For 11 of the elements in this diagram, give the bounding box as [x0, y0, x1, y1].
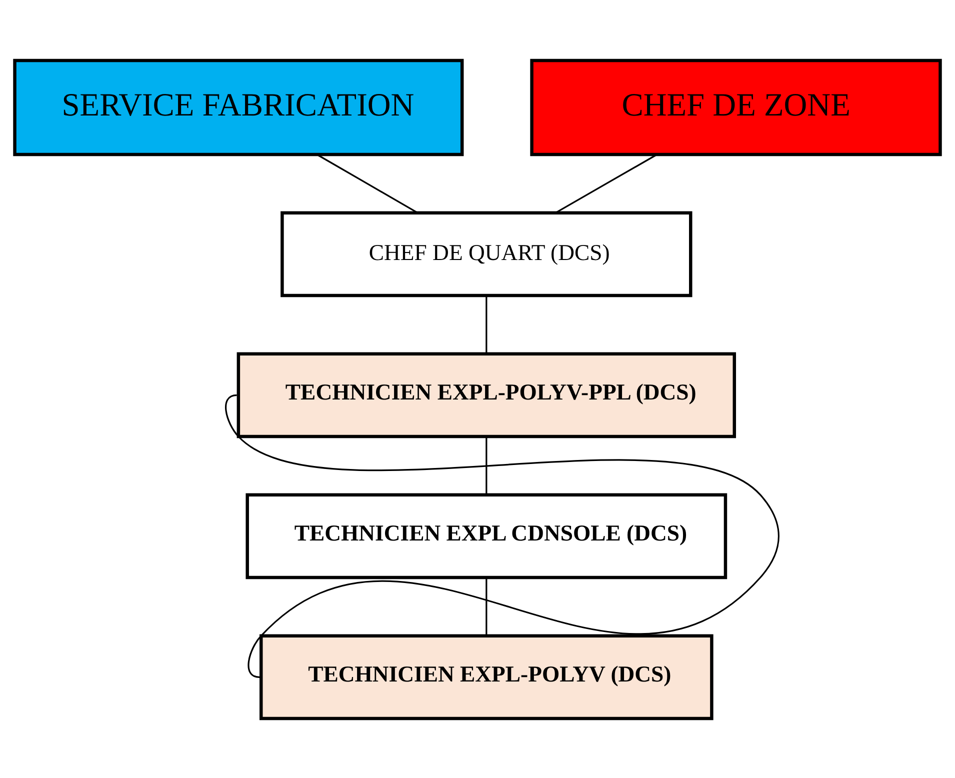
node-box: CHEF DE ZONE — [530, 58, 942, 156]
node-box: TECHNICIEN EXPL CDNSOLE (DCS) — [246, 492, 728, 579]
node-box: TECHNICIEN EXPL-POLYV (DCS) — [260, 634, 714, 720]
node-box: SERVICE FABRICATION — [13, 58, 464, 156]
node-box: TECHNICIEN EXPL-POLYV-PPL (DCS) — [236, 352, 736, 438]
connector — [316, 153, 418, 213]
node-box: CHEF DE QUART (DCS) — [280, 210, 692, 297]
connector — [486, 436, 488, 494]
connector — [486, 295, 488, 354]
connector — [486, 577, 488, 636]
connector — [555, 153, 658, 213]
